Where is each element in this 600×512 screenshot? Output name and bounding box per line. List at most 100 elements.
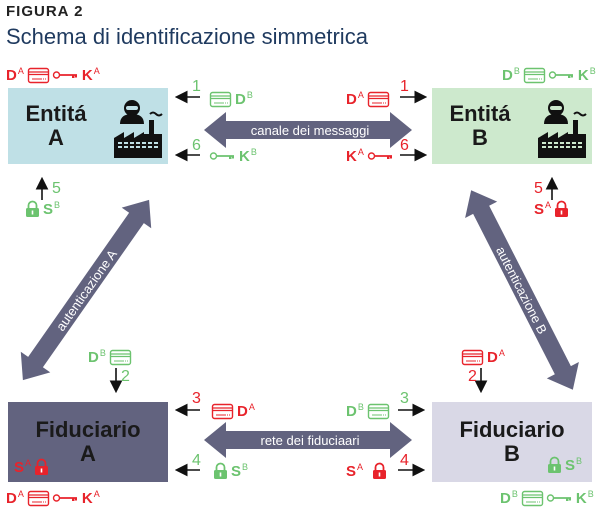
superscript-b: B [589,66,596,76]
card-icon [109,349,132,365]
auth-a-label: autenticazione A [53,247,120,334]
symbol-k: K [575,490,587,507]
fiduciary-network-shape [204,422,412,458]
key-icon [548,71,574,79]
card-icon [461,349,484,365]
symbol-s: S [43,201,54,218]
step-1-payload-to-a: DB [209,90,253,108]
superscript-b: B [54,200,61,210]
entity-b-name: Entitá [449,101,511,126]
step-1-number: 1 [400,78,409,95]
entity-a-box: Entitá A [8,88,168,164]
step-5-number: 5 [52,180,61,197]
symbol-d: D [235,91,246,108]
key-icon [367,152,393,160]
lock-icon [25,200,40,218]
fiduciary-a-box: Fiduciario A SA [8,402,168,482]
step-4-number: 4 [192,452,201,469]
symbol-s: S [346,463,357,480]
symbol-d: D [237,403,248,420]
superscript-a: A [498,348,505,358]
fiduciary-b-box: Fiduciario B SB [432,402,592,482]
entity-a-name: Entitá [25,101,87,126]
superscript-b: B [99,348,106,358]
fiduciary-a-credentials: DA KA [6,489,100,507]
symbol-s: S [14,459,25,476]
hacker-factory-icon [538,100,587,158]
symbol-s: S [534,201,545,218]
step-6-number: 6 [192,137,201,154]
entity-b-box: Entitá B [432,88,592,164]
step-3-number: 3 [192,390,201,407]
superscript-a: A [357,90,364,100]
step-2-payload-b: DA [461,348,505,366]
superscript-a: A [17,66,24,76]
figure-label: FIGURA 2 [6,3,84,20]
step-6-payload-to-a: KB [209,147,257,165]
fiduciary-network-label: rete dei fiduciaari [261,433,360,448]
step-2-number: 2 [468,368,477,385]
fiduciary-b-name: Fiduciario [459,417,565,442]
superscript-b: B [242,462,249,472]
step-1-number: 1 [192,78,201,95]
step-3-number: 3 [400,390,409,407]
superscript-b: B [513,66,520,76]
card-icon [27,67,50,83]
symbol-d: D [6,490,17,507]
superscript-b: B [576,456,583,466]
auth-b-label: autenticazione B [493,244,550,336]
symbol-s: S [231,463,242,480]
fiduciary-a-name: Fiduciario [35,417,141,442]
hacker-factory-icon [114,100,163,158]
lock-icon [554,200,569,218]
key-icon [52,71,78,79]
symbol-k: K [346,148,357,165]
superscript-b: B [357,402,364,412]
step-5-payload-a: SB [25,200,61,218]
card-icon [209,91,232,107]
card-icon [521,490,544,506]
key-icon [52,494,78,502]
step-2-payload-a: DB [88,348,132,366]
step-2-number: 2 [121,368,130,385]
entity-a-credentials: DA KA [6,66,100,84]
key-icon [546,494,572,502]
step-5-payload-b: SA [534,200,569,218]
key-icon [209,152,235,160]
entity-a-letter: A [48,125,64,150]
step-5-number: 5 [534,180,543,197]
symbol-d: D [487,349,498,366]
lock-icon [213,462,228,480]
superscript-a: A [93,489,100,499]
step-3-payload-to-a: DA [211,402,255,420]
step-3-payload-to-b: DB [346,402,390,420]
symbol-d: D [502,67,513,84]
card-icon [523,67,546,83]
superscript-b: B [587,489,594,499]
step-4-number: 4 [400,452,409,469]
lock-icon [372,462,387,480]
superscript-b: B [250,147,257,157]
step-arrows [35,90,559,477]
step-1-payload-to-b: DA [346,90,390,108]
superscript-a: A [545,200,552,210]
symbol-d: D [6,67,17,84]
superscript-a: A [93,66,100,76]
symbol-d: D [88,349,99,366]
fiduciary-b-credentials: DB KB [500,489,594,507]
message-channel-label: canale dei messaggi [251,123,370,138]
figure-title: Schema di identificazione simmetrica [6,24,368,49]
superscript-a: A [17,489,24,499]
card-icon [27,490,50,506]
symbol-s: S [565,457,576,474]
step-4-payload-to-b: SA [346,462,387,480]
superscript-a: A [357,147,364,157]
superscript-a: A [25,458,32,468]
card-icon [211,403,234,419]
symbol-d: D [346,403,357,420]
fiduciary-b-seal: SB [547,456,583,474]
card-icon [367,91,390,107]
entity-b-letter: B [472,125,488,150]
fiduciary-a-seal: SA [14,458,49,476]
